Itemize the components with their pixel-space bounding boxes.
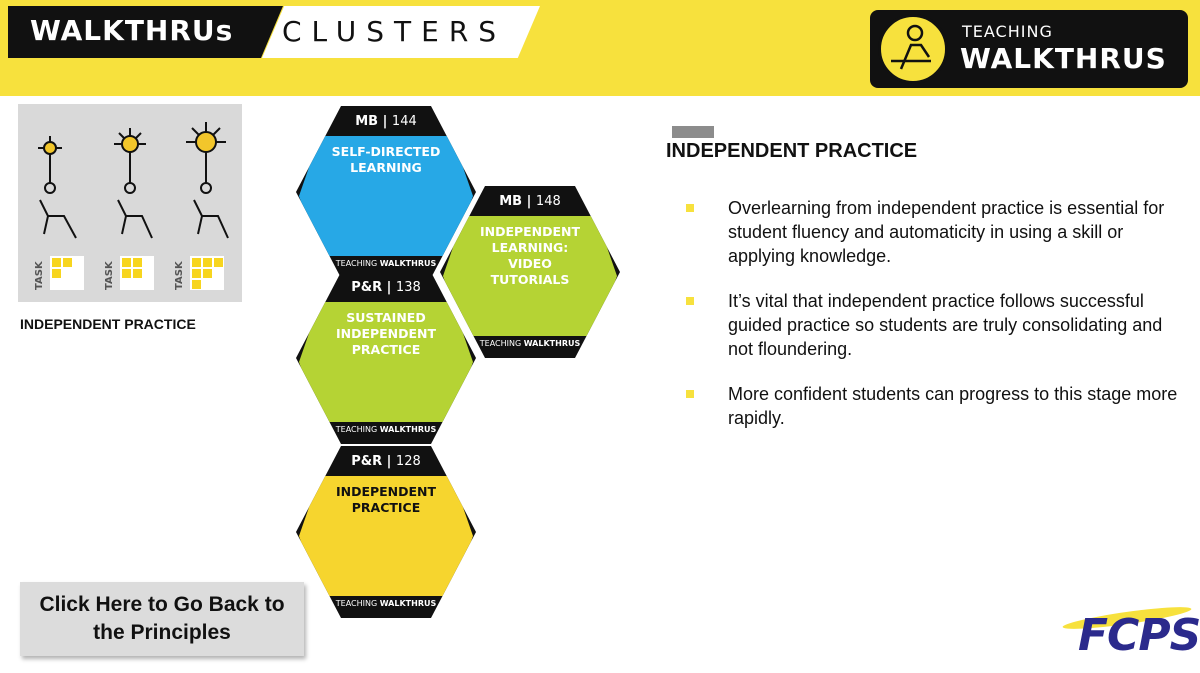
card-title: SELF-DIRECTED LEARNING [331,144,441,175]
logo-teaching-text: TEACHING [962,22,1053,41]
card-body [299,136,473,256]
brand-block [8,6,283,58]
task-label-2: TASK [104,260,115,290]
bullet-square-icon [686,204,694,212]
bullet-text: Overlearning from independent practice i… [728,198,1165,266]
card-footer: TEACHING WALKTHRUS [479,339,581,348]
walkthru-card-independent-practice[interactable]: P&R | 128 INDEPENDENT PRACTICE TEACHING … [296,446,476,618]
card-code: P&R [351,454,383,469]
card-code: P&R [351,280,383,295]
bullet-square-icon [686,297,694,305]
card-page: 144 [391,114,417,129]
card-body [299,476,473,596]
brand-title: WALKTHRUs [30,14,234,47]
card-code: MB [499,194,523,209]
fcps-logo: FCPS [1078,610,1200,661]
title-marker [672,126,714,138]
card-code: MB [355,114,379,129]
card-body [443,216,617,336]
task-label-3: TASK [174,260,185,290]
teacher-logo-icon [878,14,948,84]
bullet-text: More confident students can progress to … [728,384,1178,428]
bullet-item: It’s vital that independent practice fol… [686,289,1191,361]
walkthru-card-video-tutorials[interactable]: MB | 148 INDEPENDENT LEARNING: VIDEO TUT… [440,186,620,358]
section-title: CLUSTERS [282,15,507,48]
bullet-item: More confident students can progress to … [686,382,1191,430]
card-body [299,302,473,422]
walkthru-card-self-directed-learning[interactable]: MB | 144 SELF-DIRECTED LEARNING TEACHING… [296,106,476,278]
card-page: 138 [395,280,421,295]
card-page: 128 [395,454,421,469]
content-title: INDEPENDENT PRACTICE [666,140,918,162]
card-title: INDEPENDENT PRACTICE [335,484,437,515]
bullet-text: It’s vital that independent practice fol… [728,291,1163,359]
bullet-list: Overlearning from independent practice i… [686,196,1191,451]
logo-walkthrus-text: WALKTHRUS [960,42,1167,75]
bullet-item: Overlearning from independent practice i… [686,196,1191,268]
task-figures-graphic: TASK TASK TASK [34,122,229,290]
card-title: SUSTAINED INDEPENDENT PRACTICE [335,310,437,357]
card-title: INDEPENDENT LEARNING: VIDEO TUTORIALS [479,224,581,287]
card-footer: TEACHING WALKTHRUS [335,425,437,434]
card-footer: TEACHING WALKTHRUS [335,599,437,608]
section-block [262,6,540,58]
walkthru-card-sustained-independent-practice[interactable]: P&R | 138 SUSTAINED INDEPENDENT PRACTICE… [296,272,476,444]
task-label-1: TASK [34,260,45,290]
bullet-square-icon [686,390,694,398]
teacher-figure-icon [891,24,931,70]
card-page: 148 [535,194,561,209]
back-to-principles-button[interactable]: Click Here to Go Back to the Principles [20,582,304,656]
card-footer: TEACHING WALKTHRUS [335,259,437,268]
illustration-caption: INDEPENDENT PRACTICE [20,316,196,332]
independence-progression-illustration: TASK TASK TASK [18,104,242,302]
